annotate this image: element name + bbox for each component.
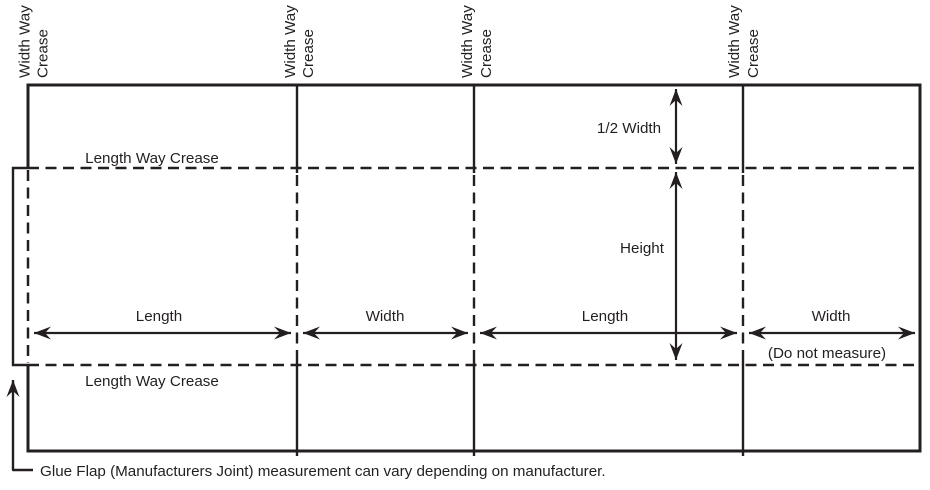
half-width-label: 1/2 Width bbox=[597, 120, 661, 137]
width-way-crease-label-1-line2: Crease bbox=[35, 29, 52, 78]
width-way-crease-label-4-line1: Width Way bbox=[726, 5, 743, 78]
width-way-crease-label-3-line2: Crease bbox=[478, 29, 495, 78]
length-way-crease-label-bottom: Length Way Crease bbox=[85, 373, 219, 390]
do-not-measure-label: (Do not measure) bbox=[768, 345, 886, 362]
width-way-crease-label-3-line1: Width Way bbox=[459, 5, 476, 78]
glue-flap-pointer-arrow bbox=[6, 380, 33, 472]
width-way-crease-label-2-line1: Width Way bbox=[282, 5, 299, 78]
panel3-length-label: Length bbox=[582, 308, 628, 325]
panel4-width-label: Width bbox=[812, 308, 851, 325]
width-way-crease-label-1-line1: Width Way bbox=[17, 5, 34, 78]
panel2-width-label: Width bbox=[366, 308, 405, 325]
glue-flap-outline bbox=[11, 166, 28, 367]
width-way-crease-label-2-line2: Crease bbox=[300, 29, 317, 78]
height-label: Height bbox=[620, 240, 665, 257]
width-way-crease-label-4-line2: Crease bbox=[745, 29, 762, 78]
panel1-length-label: Length bbox=[136, 308, 182, 325]
length-way-crease-label-top: Length Way Crease bbox=[85, 150, 219, 167]
box-outline bbox=[26, 83, 922, 453]
glue-flap-note: Glue Flap (Manufacturers Joint) measurem… bbox=[40, 463, 606, 480]
